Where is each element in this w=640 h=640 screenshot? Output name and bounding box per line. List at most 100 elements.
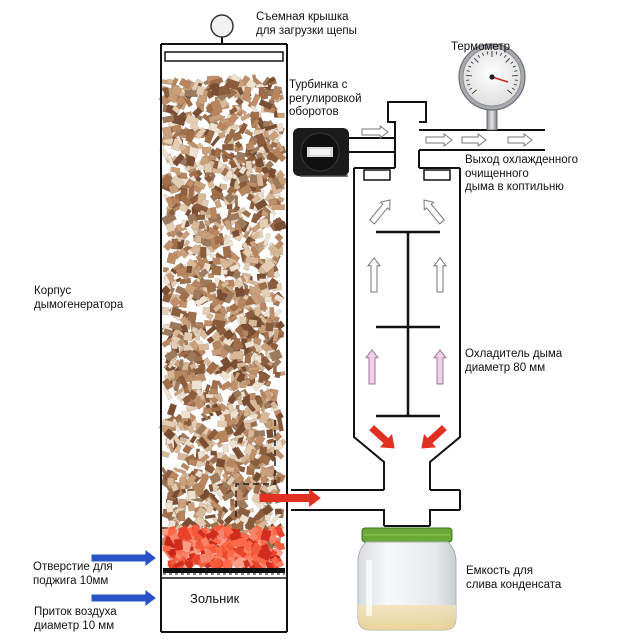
wood-chip bbox=[258, 98, 273, 110]
ember bbox=[199, 552, 211, 564]
wood-chip bbox=[262, 206, 272, 215]
cooling-arrow-left bbox=[364, 349, 380, 385]
ember bbox=[226, 548, 236, 558]
wood-chip bbox=[263, 331, 270, 340]
wood-chip bbox=[200, 412, 210, 421]
wood-chip bbox=[163, 428, 176, 441]
wood-chip bbox=[195, 423, 208, 436]
wood-chip bbox=[161, 419, 176, 428]
wood-chip bbox=[220, 183, 228, 190]
wood-chip bbox=[241, 488, 250, 499]
flow-arrow-left bbox=[366, 257, 382, 293]
wood-chip bbox=[239, 316, 247, 325]
wood-chip bbox=[210, 450, 217, 456]
wood-chip bbox=[235, 414, 246, 429]
ember bbox=[273, 548, 284, 557]
wood-chip bbox=[253, 434, 266, 447]
wood-chip bbox=[177, 111, 187, 120]
wood-chip bbox=[234, 195, 239, 206]
wood-chip bbox=[233, 279, 244, 290]
wood-chip bbox=[269, 306, 276, 321]
wood-chip bbox=[174, 444, 182, 454]
wood-chip bbox=[275, 412, 284, 421]
wood-chip bbox=[205, 213, 212, 219]
label-ignition-line1: Отверстие для bbox=[33, 561, 113, 573]
wood-chip bbox=[252, 481, 262, 495]
wood-chip bbox=[277, 196, 285, 203]
wood-chip bbox=[204, 514, 216, 520]
ember bbox=[270, 550, 278, 558]
fan-icon bbox=[293, 128, 349, 177]
wood-chip bbox=[191, 106, 203, 118]
wood-chip bbox=[260, 258, 276, 274]
wood-chip bbox=[213, 185, 224, 194]
wood-chip bbox=[161, 294, 171, 303]
ember bbox=[222, 524, 234, 537]
wood-chip bbox=[245, 255, 260, 265]
wood-chip bbox=[210, 99, 223, 115]
wood-chip bbox=[224, 290, 235, 304]
wood-chip bbox=[212, 319, 226, 327]
label-exit: Выход охлажденного очищенного дыма в коп… bbox=[465, 154, 578, 195]
wood-chip bbox=[208, 472, 222, 485]
ember bbox=[177, 525, 191, 540]
wood-chip bbox=[215, 369, 223, 375]
wood-chip bbox=[250, 93, 261, 108]
wood-chip bbox=[184, 473, 197, 488]
dial-thermometer-icon bbox=[458, 43, 526, 131]
wood-chip bbox=[169, 296, 181, 308]
wood-chip bbox=[270, 85, 282, 101]
wood-chip bbox=[190, 220, 201, 231]
wood-chip bbox=[171, 105, 181, 114]
wood-chip bbox=[162, 328, 174, 337]
wood-chip bbox=[244, 340, 256, 349]
wood-chip bbox=[183, 239, 191, 248]
inner-pipe bbox=[235, 420, 276, 520]
wood-chip bbox=[247, 318, 258, 327]
label-air-line2: диаметр 10 мм bbox=[34, 619, 115, 632]
wood-chip bbox=[203, 219, 212, 227]
wood-chip bbox=[272, 328, 280, 343]
wood-chip bbox=[205, 393, 214, 399]
wood-chip bbox=[167, 477, 175, 486]
wood-chip bbox=[184, 97, 194, 108]
wood-chip bbox=[276, 123, 284, 133]
wood-chip bbox=[228, 212, 240, 222]
wood-chip bbox=[177, 498, 187, 509]
wood-chip bbox=[209, 499, 224, 513]
wood-chip bbox=[220, 148, 233, 160]
wood-chip bbox=[202, 306, 211, 316]
wood-chip bbox=[222, 143, 234, 151]
wood-chip bbox=[208, 441, 213, 452]
wood-chip bbox=[223, 192, 236, 204]
wood-chip bbox=[205, 291, 218, 304]
flow-arrow-top-left bbox=[368, 199, 391, 225]
wood-chip bbox=[161, 378, 174, 391]
wood-chip bbox=[200, 246, 207, 259]
wood-chip bbox=[229, 350, 244, 361]
wood-chip bbox=[220, 167, 230, 177]
wood-chip bbox=[189, 435, 198, 444]
wood-chip bbox=[216, 441, 223, 449]
wood-chip bbox=[270, 147, 281, 154]
ember bbox=[173, 538, 184, 551]
wood-chip bbox=[205, 361, 219, 376]
wood-chip bbox=[175, 95, 187, 107]
wood-chip bbox=[217, 510, 223, 522]
wood-chip bbox=[162, 87, 171, 99]
wood-chip bbox=[241, 329, 249, 337]
wood-chip bbox=[178, 134, 187, 139]
label-exit-line1: Выход охлажденного bbox=[465, 154, 578, 166]
wood-chip bbox=[267, 243, 276, 252]
wood-chip bbox=[234, 433, 245, 440]
wood-chip bbox=[244, 400, 256, 413]
air-intake-arrow bbox=[91, 589, 156, 607]
label-exit-line3: дыма в коптильню bbox=[465, 181, 564, 193]
wood-chip bbox=[186, 265, 193, 274]
label-ashpit: Зольник bbox=[190, 591, 240, 606]
ember bbox=[231, 557, 245, 570]
wood-chip bbox=[266, 428, 274, 439]
wood-chip bbox=[194, 126, 207, 140]
wood-chip bbox=[175, 230, 184, 238]
